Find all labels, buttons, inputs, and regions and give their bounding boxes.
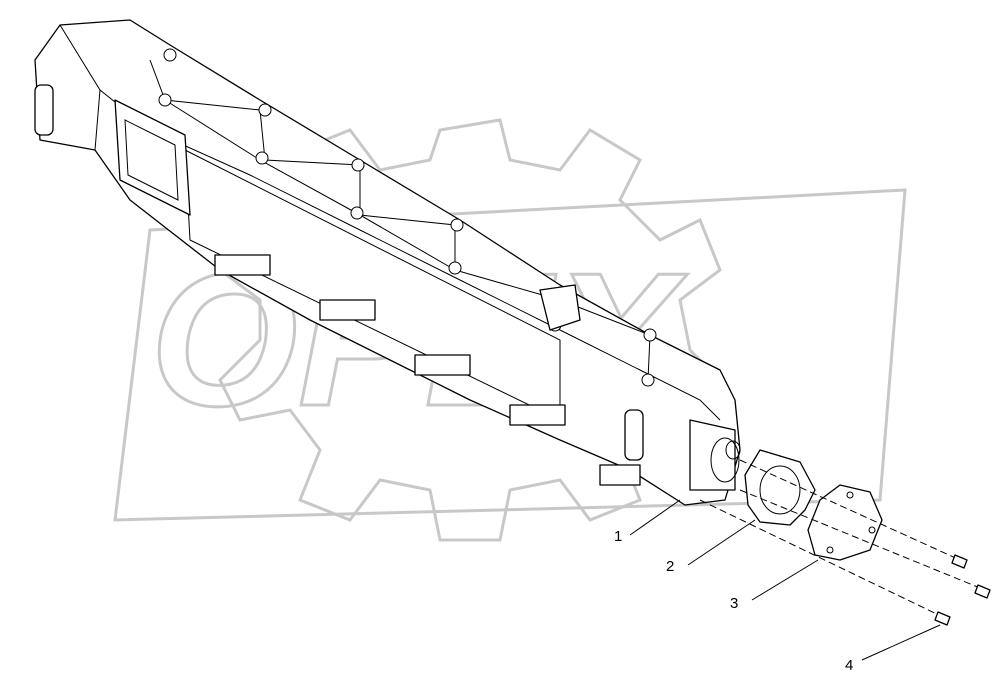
callout-1: 1 (614, 528, 623, 545)
cover-part-3 (807, 484, 883, 561)
callout-4: 4 (845, 657, 854, 674)
bolts-part-4 (699, 459, 991, 626)
manifold-part-1 (34, 19, 741, 506)
leader-lines (629, 499, 941, 661)
gasket-part-2 (744, 449, 816, 526)
callout-2: 2 (666, 558, 675, 575)
callout-3: 3 (730, 595, 739, 612)
